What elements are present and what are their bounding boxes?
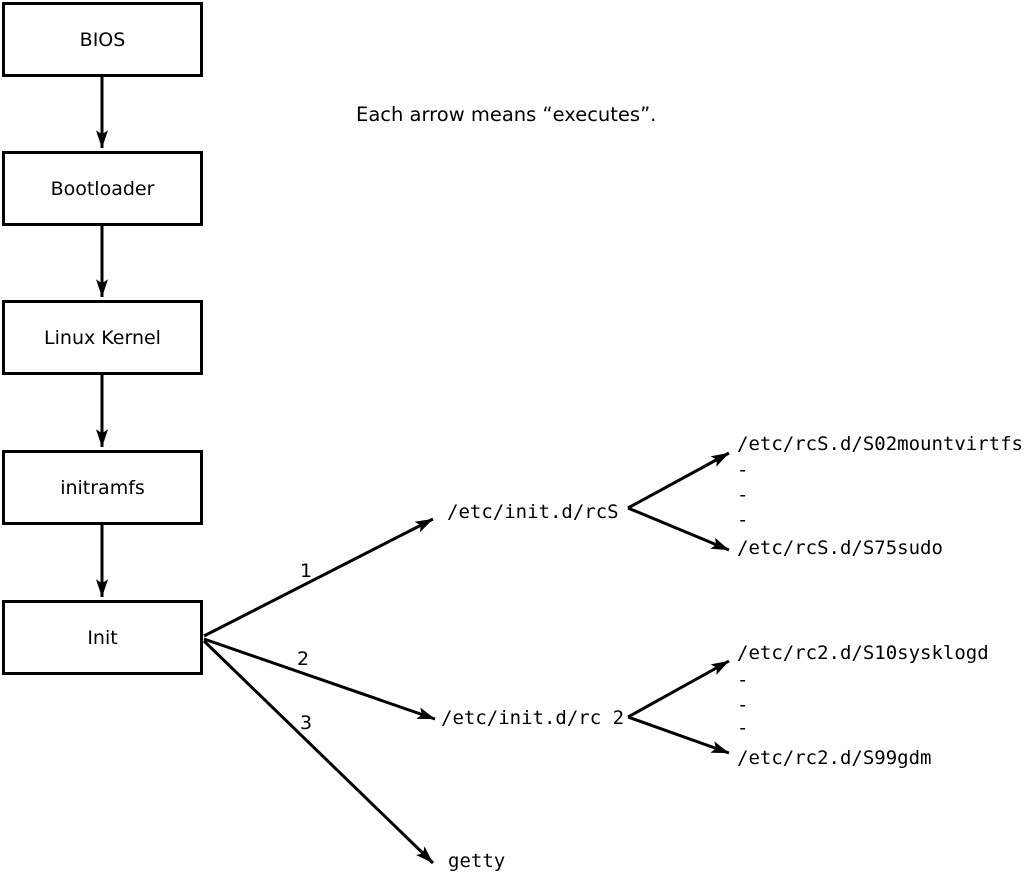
arrow-label-2: 2 [297, 648, 310, 670]
box-bios-label: BIOS [79, 28, 126, 51]
rcS-script-label: /etc/init.d/rcS [447, 501, 619, 523]
rc2-child-ellipsis-3: - [737, 717, 749, 739]
arrow-init-to-rcS [203, 517, 434, 638]
rcS-child-first: /etc/rcS.d/S02mountvirtfs [737, 433, 1023, 455]
getty-label: getty [448, 850, 506, 872]
rc2-child-first: /etc/rc2.d/S10sysklogd [737, 642, 989, 664]
box-init: Init [2, 600, 203, 675]
rcS-child-last: /etc/rcS.d/S75sudo [737, 537, 943, 559]
arrow-rc2-to-S10sysklogd [627, 659, 730, 719]
rc2-child-ellipsis-1: - [737, 669, 749, 691]
box-bios: BIOS [2, 2, 203, 77]
rc2-script-label: /etc/init.d/rc 2 [441, 707, 625, 729]
box-bootloader: Bootloader [2, 151, 203, 226]
box-initramfs: initramfs [2, 450, 203, 525]
rcS-child-ellipsis-2: - [737, 484, 749, 506]
rcS-child-ellipsis-3: - [737, 509, 749, 531]
box-linux-kernel: Linux Kernel [2, 300, 203, 375]
box-bootloader-label: Bootloader [50, 177, 155, 200]
box-initramfs-label: initramfs [60, 476, 145, 499]
arrow-rc2-to-S99gdm [627, 715, 730, 755]
arrow-rcS-to-S75sudo [627, 506, 730, 552]
rcS-child-ellipsis-1: - [737, 459, 749, 481]
caption: Each arrow means “executes”. [356, 103, 657, 126]
arrow-label-1: 1 [300, 560, 313, 582]
rc2-child-ellipsis-2: - [737, 694, 749, 716]
arrow-init-to-rc2 [203, 637, 436, 721]
arrow-init-to-getty [202, 639, 435, 865]
box-init-label: Init [87, 626, 118, 649]
box-linux-kernel-label: Linux Kernel [44, 326, 161, 349]
arrow-label-3: 3 [300, 712, 313, 734]
rc2-child-last: /etc/rc2.d/S99gdm [737, 747, 932, 769]
arrow-rcS-to-S02mountvirtfs [627, 451, 730, 510]
